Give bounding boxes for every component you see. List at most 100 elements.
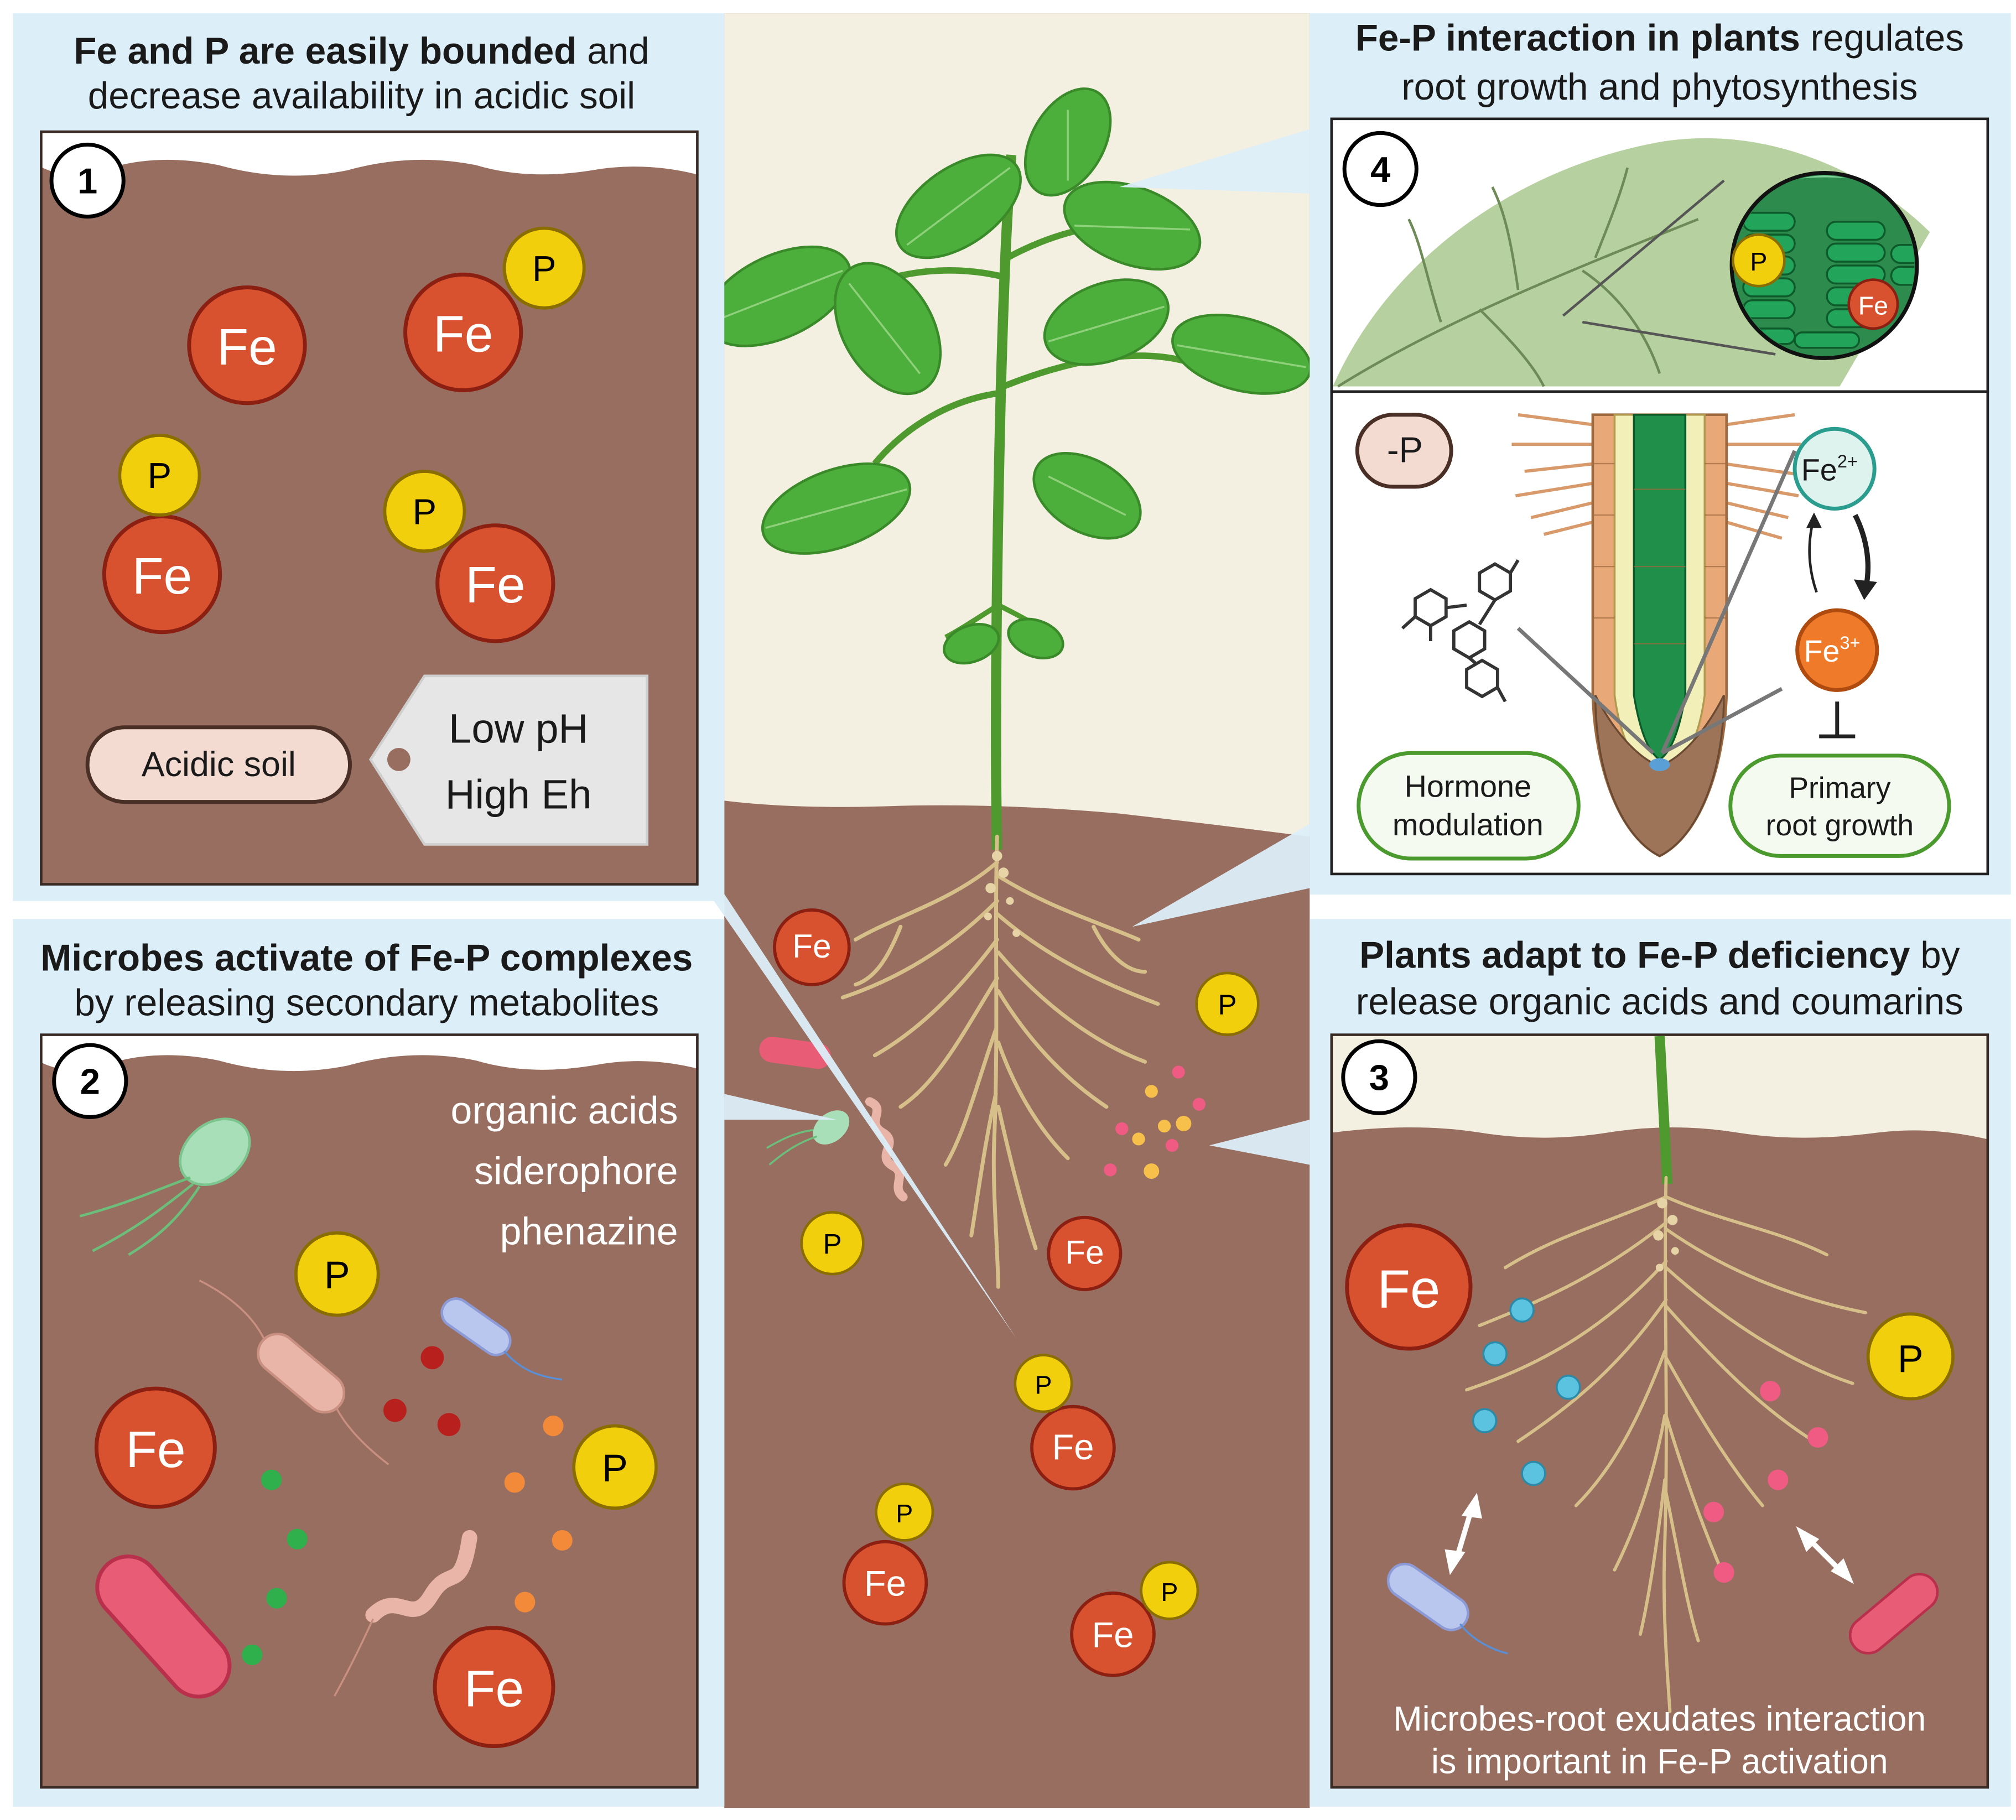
leaf-veins: [1337, 167, 1699, 388]
panel-4: Fe-P interaction in plants regulates roo…: [1310, 13, 2011, 895]
p-ion: P: [572, 1424, 658, 1510]
seedling-stem: [1654, 1036, 1673, 1184]
fe-p-complex: Fe P: [842, 1482, 934, 1626]
svg-text:Fe3+: Fe3+: [1804, 633, 1860, 668]
panel-4-title: Fe-P interaction in plants regulates: [1355, 18, 1964, 59]
metabolite-dots: [242, 1346, 573, 1666]
step-number-badge: 2: [52, 1043, 128, 1119]
metabolite-siderophore: siderophore: [474, 1149, 678, 1192]
svg-text:Hormone: Hormone: [1405, 768, 1531, 803]
svg-text:P: P: [148, 455, 172, 496]
panel-1: Fe and P are easily bounded and decrease…: [13, 13, 725, 901]
svg-text:2: 2: [80, 1062, 100, 1102]
svg-text:P: P: [324, 1254, 350, 1297]
p-ion: P: [800, 1211, 865, 1276]
hormone-modulation-label: Hormone modulation: [1357, 751, 1581, 861]
primary-root-growth-label: Primary root growth: [1728, 753, 1951, 858]
fe-ion: Fe: [433, 1626, 555, 1749]
svg-text:3: 3: [1369, 1058, 1389, 1098]
root-nodules: [1653, 1198, 1679, 1272]
ph-eh-tag: Low pH High Eh: [368, 674, 649, 846]
redox-arrow-up-head: [1806, 512, 1822, 528]
svg-text:Fe: Fe: [864, 1563, 906, 1603]
svg-text:-P: -P: [1387, 430, 1423, 470]
panel-3-title: Plants adapt to Fe-P deficiency by: [1359, 935, 1960, 976]
fe-ion: Fe: [1047, 1215, 1123, 1291]
fe-p-complex: Fe P: [102, 433, 222, 635]
acidic-soil-label: Acidic soil: [85, 725, 352, 804]
panel-1-title: Fe and P are easily bounded and: [74, 30, 649, 72]
svg-text:Fe: Fe: [1377, 1259, 1440, 1319]
chloroplast-zoom: P Fe: [1729, 171, 1919, 360]
fe-p-complex: Fe P: [383, 470, 555, 643]
step-number-badge: 4: [1342, 131, 1419, 207]
panel-4-subtitle: root growth and phytosynthesis: [1401, 66, 1918, 108]
inhibit-symbol: [1819, 701, 1856, 739]
svg-text:Acidic soil: Acidic soil: [142, 745, 296, 784]
panel-3-caption: Microbes-root exudates interaction: [1393, 1700, 1926, 1739]
p-ion: P: [1866, 1312, 1955, 1401]
svg-text:P: P: [823, 1228, 842, 1260]
panel-3-subtitle: release organic acids and coumarins: [1356, 981, 1963, 1022]
svg-text:P: P: [1035, 1370, 1052, 1399]
svg-text:P: P: [602, 1447, 628, 1490]
center-scene: Fe P P Fe Fe P Fe P Fe: [705, 13, 1312, 1808]
interaction-arrow: [1796, 1526, 1854, 1584]
svg-text:1: 1: [77, 161, 97, 201]
svg-text:Fe: Fe: [1092, 1614, 1134, 1655]
p-ion: P: [1195, 971, 1260, 1036]
svg-text:P: P: [1161, 1578, 1178, 1606]
step-number-badge: 3: [1341, 1039, 1417, 1115]
svg-text:P: P: [413, 491, 437, 532]
redox-arrow-down-head: [1853, 579, 1877, 600]
panel-2: Microbes activate of Fe-P complexes by r…: [13, 919, 725, 1807]
svg-text:P: P: [1898, 1337, 1924, 1380]
fe2-ion: Fe2+: [1792, 427, 1877, 511]
svg-text:4: 4: [1370, 149, 1390, 190]
svg-text:Fe: Fe: [1065, 1234, 1104, 1271]
panel-1-subtitle: decrease availability in acidic soil: [88, 75, 635, 117]
svg-text:Fe: Fe: [217, 318, 277, 376]
root-tip: [1511, 413, 1801, 857]
svg-text:Fe: Fe: [1858, 291, 1888, 320]
blue-bacterium: [1386, 1562, 1508, 1655]
red-bacterium: [759, 1037, 831, 1069]
hormone-molecule-icon: [1401, 559, 1520, 703]
panel-3-roots: [1465, 1176, 1867, 1713]
soybean-plant: [705, 87, 1312, 850]
spiral-bacterium: [365, 1530, 477, 1623]
panel-2-subtitle: by releasing secondary metabolites: [74, 982, 659, 1024]
svg-text:P: P: [1750, 247, 1767, 276]
fe-p-complex: Fe P: [403, 226, 586, 393]
interaction-arrow: [1445, 1493, 1482, 1575]
svg-text:Fe: Fe: [465, 556, 526, 613]
svg-text:Fe: Fe: [433, 305, 493, 363]
svg-text:P: P: [1218, 989, 1236, 1020]
svg-text:Low pH: Low pH: [449, 706, 588, 752]
svg-text:Fe: Fe: [126, 1421, 186, 1478]
svg-text:Fe: Fe: [464, 1660, 524, 1717]
center-sky: [724, 13, 1310, 837]
fe-ion: Fe: [187, 285, 307, 405]
fe-p-complex: Fe P: [1014, 1354, 1116, 1491]
fe3-ion: Fe3+: [1795, 608, 1879, 692]
coumarin-dots: [1472, 1297, 1581, 1486]
panel-3-caption: is important in Fe-P activation: [1431, 1742, 1888, 1781]
svg-text:Primary: Primary: [1789, 772, 1890, 805]
metabolite-organic-acids: organic acids: [451, 1089, 678, 1132]
svg-text:Fe: Fe: [1052, 1427, 1094, 1467]
p-ion: P: [294, 1231, 380, 1317]
root-nodules: [984, 851, 1021, 937]
green-bacterium: [79, 1117, 251, 1256]
exudate-dots: [1104, 1065, 1206, 1179]
red-bacterium: [1848, 1573, 1939, 1655]
svg-text:P: P: [896, 1499, 913, 1528]
blue-bacterium: [440, 1297, 563, 1381]
svg-text:High Eh: High Eh: [445, 771, 592, 817]
panel-3: Plants adapt to Fe-P deficiency by relea…: [1310, 919, 2011, 1807]
svg-text:Fe2+: Fe2+: [1801, 451, 1858, 487]
fe-p-complex: Fe P: [1070, 1561, 1199, 1677]
plant-roots: [840, 834, 1160, 1289]
step-number-badge: 1: [49, 142, 126, 219]
